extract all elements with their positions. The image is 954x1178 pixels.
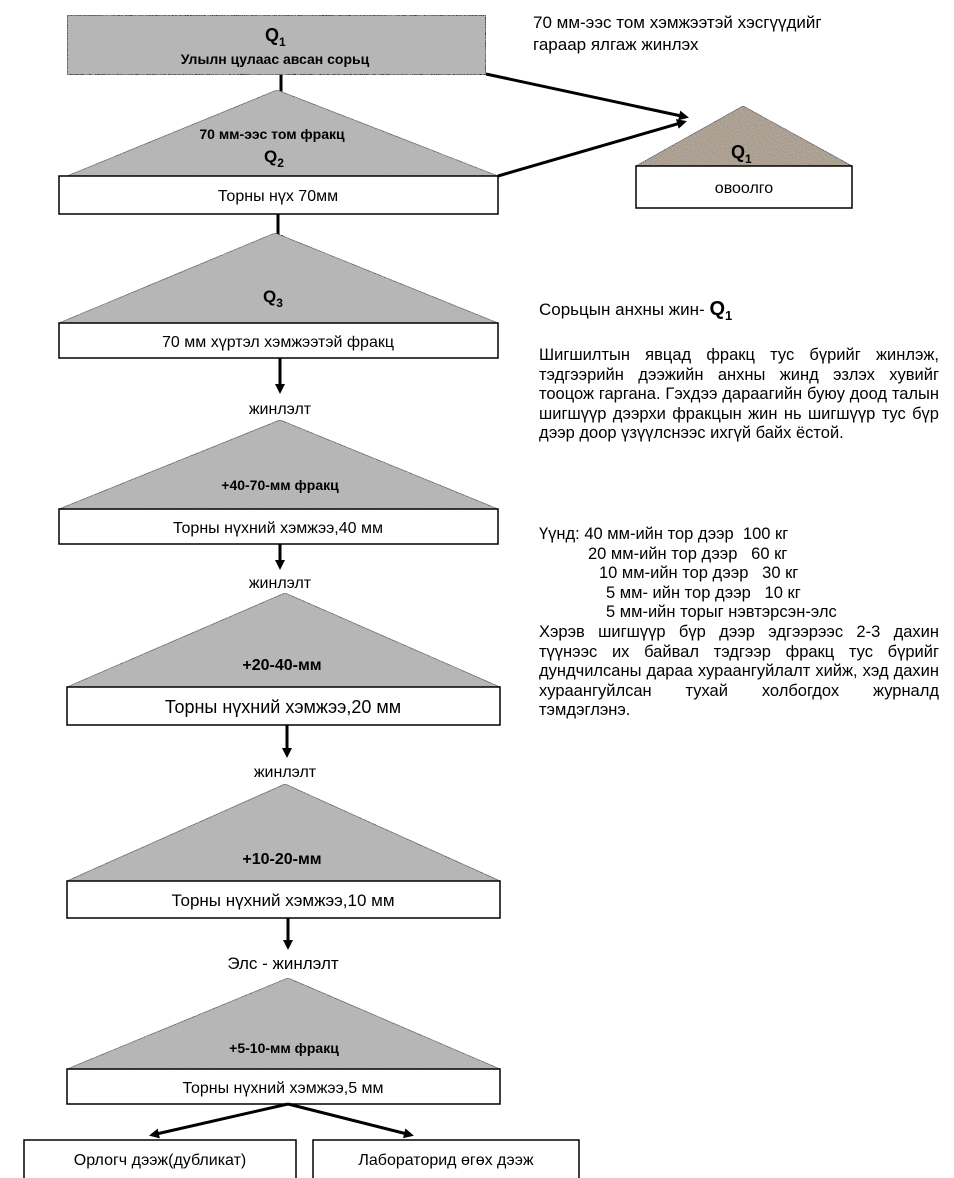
arrow-top-to-pile [485, 72, 689, 121]
duplicate-sample-label: Орлогч дээж(дубликат) [74, 1152, 247, 1169]
sieve-70-box [58, 175, 499, 215]
pile-40-70 [58, 419, 499, 510]
top-note: 70 мм-ээс том хэмжээтэй хэсгүүдийг гараа… [533, 12, 933, 56]
duplicate-sample-block: Орлогч дээж(дубликат) [23, 1139, 297, 1178]
sieve-40-box [58, 508, 499, 545]
fraction-20-40-block: +20-40-мм Торны нүхний хэмжээ,20 мм [66, 592, 501, 726]
up-to-70-label: 70 мм хүртэл хэмжээтэй фракц [162, 334, 394, 351]
limit-row-5: 5 мм- ийн тор дээр 10 кг [606, 583, 801, 602]
arrow-to-lab-sample [287, 1102, 414, 1139]
up-to-70-box [58, 322, 499, 359]
q1-symbol: Q1 [265, 25, 286, 49]
sieve-5-label: Торны нүхний хэмжээ,5 мм [182, 1080, 383, 1097]
fraction-10-20-label: +10-20-мм [242, 851, 321, 868]
stockpile-box [635, 165, 853, 209]
fraction-up-to-70-block: Q3 70 мм хүртэл хэмжээтэй фракц [58, 232, 499, 359]
initial-weight-heading: Сорьцын анхны жин- Q1 [539, 298, 939, 326]
initial-weight-label: Сорьцын анхны жин- [539, 300, 710, 319]
lab-sample-box [312, 1139, 580, 1178]
q3-symbol: Q3 [263, 287, 283, 310]
limit-row-40: Үүнд: 40 мм-ийн тор дээр 100 кг [539, 525, 789, 543]
sieve-20-label: Торны нүхний хэмжээ,20 мм [165, 697, 401, 717]
q2-symbol: Q2 [264, 147, 284, 170]
sieve-40-label: Торны нүхний хэмжээ,40 мм [173, 520, 383, 537]
fraction-70-block: 70 мм-ээс том фракц Q2 Торны нүх 70мм [58, 89, 499, 215]
limit-row-10: 10 мм-ийн тор дээр 30 кг [599, 564, 799, 582]
arrow-q2-to-pile [497, 119, 687, 178]
sieving-step-2: жинлэлт [249, 575, 312, 592]
fraction-5-10-label: +5-10-мм фракц [229, 1040, 339, 1056]
fraction-70-label: 70 мм-ээс том фракц [199, 126, 345, 142]
procedure-paragraph: Шигшилтын явцад фракц тус бүрийг жинлэж,… [539, 346, 939, 442]
lab-sample-text: Лабораторид өгөх дээж [358, 1152, 533, 1169]
sieve-10-box [66, 880, 501, 919]
sieve-5-box [66, 1068, 501, 1105]
sample-source-block: Q1 Улылн цулаас авсан сорьц [66, 14, 487, 76]
reduction-paragraph: Хэрэв шигшүүр бүр дээр эдгээрээс 2-3 дах… [539, 623, 939, 719]
stockpile-block: Q1 овоолго [634, 105, 853, 209]
limit-row-20: 20 мм-ийн тор дээр 60 кг [588, 544, 788, 563]
fraction-40-70-block: +40-70-мм фракц Торны нүхний хэмжээ,40 м… [58, 419, 499, 545]
sieve-70-label: Торны нүх 70мм [218, 188, 338, 205]
fraction-10-20-block: +10-20-мм Торны нүхний хэмжээ,10 мм [66, 783, 501, 919]
stockpile-q1-symbol: Q1 [731, 142, 752, 166]
duplicate-sample-box [23, 1139, 297, 1178]
fraction-40-70-label: +40-70-мм фракц [221, 477, 339, 493]
fraction-20-40-label: +20-40-мм [242, 657, 321, 674]
sand-sieving-step: Элс - жинлэлт [227, 954, 339, 973]
sieve-limits-list: Үүнд: 40 мм-ийн тор дээр 100 кг 20 мм-ий… [539, 525, 939, 623]
stockpile-label: овоолго [715, 180, 773, 197]
sieving-step-3: жинлэлт [254, 764, 317, 781]
sieve-10-label: Торны нүхний хэмжээ,10 мм [171, 891, 394, 910]
sieving-step-1: жинлэлт [249, 401, 312, 418]
sieve-20-box [66, 686, 501, 726]
top-note-line-2: гараар ялгаж жинлэх [533, 35, 699, 54]
sample-source-label: Улылн цулаас авсан сорьц [181, 51, 370, 67]
sample-source-rect [66, 14, 487, 76]
initial-weight-q1: Q1 [709, 298, 733, 323]
fraction-5-10-block: +5-10-мм фракц Торны нүхний хэмжээ,5 мм [66, 977, 501, 1105]
top-note-line-1: 70 мм-ээс том хэмжээтэй хэсгүүдийг [533, 13, 822, 32]
arrow-to-duplicate [149, 1102, 289, 1139]
limit-row-sand: 5 мм-ийн торыг нэвтэрсэн-элс [606, 603, 837, 621]
lab-sample-block: Лабораторид өгөх дээж [312, 1139, 580, 1178]
